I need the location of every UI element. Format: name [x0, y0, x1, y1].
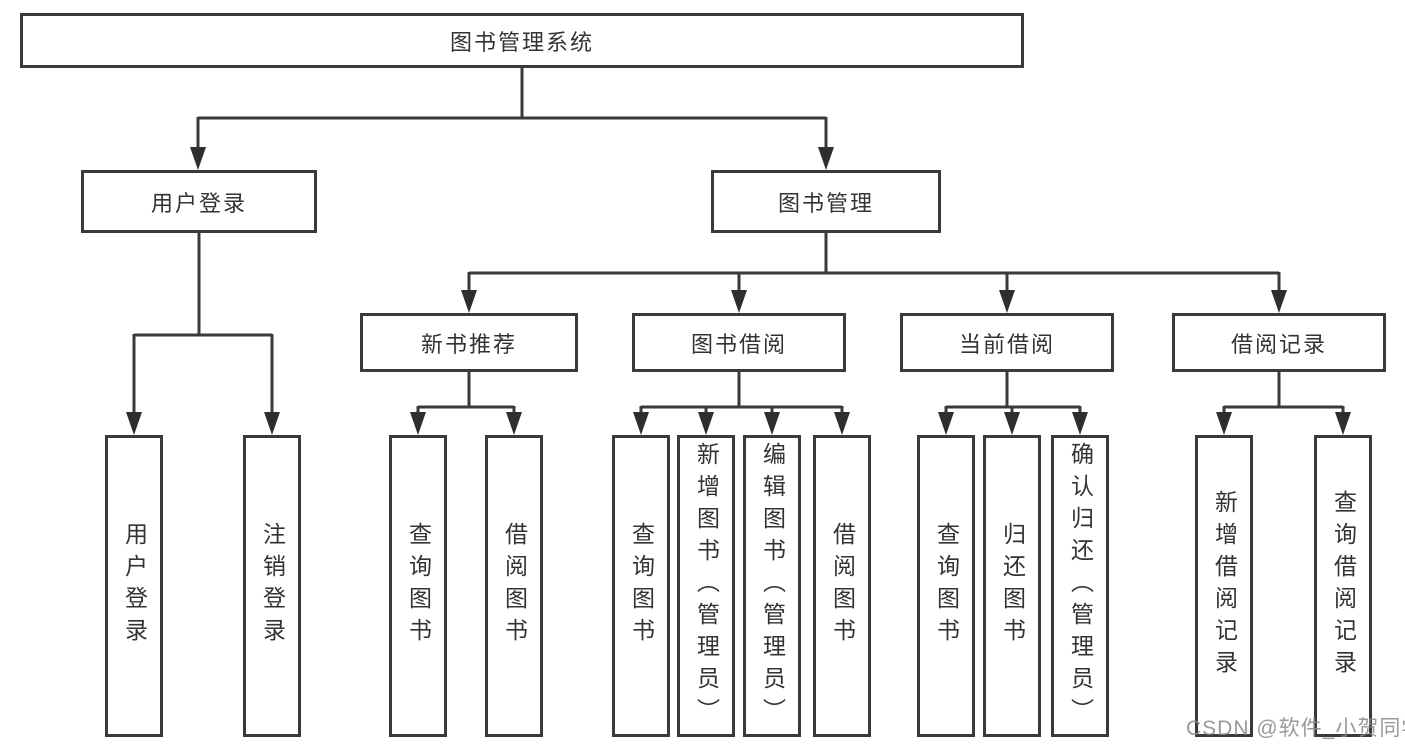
node-leaf-bb-add-book-admin-label: 新增图书（管理员）: [693, 442, 720, 730]
node-leaf-nb-borrow-book: 借阅图书: [485, 435, 543, 737]
node-leaf-bb-add-book-admin: 新增图书（管理员）: [677, 435, 735, 737]
node-leaf-cb-return-book-label: 归还图书: [999, 522, 1026, 650]
node-borrow-record: 借阅记录: [1172, 313, 1386, 372]
node-leaf-bb-edit-book-admin: 编辑图书（管理员）: [743, 435, 801, 737]
node-leaf-br-query-record-label: 查询借阅记录: [1330, 490, 1357, 682]
node-new-book-recommend: 新书推荐: [360, 313, 578, 372]
node-leaf-cb-return-book: 归还图书: [983, 435, 1041, 737]
node-leaf-cb-query-book-label: 查询图书: [933, 522, 960, 650]
node-leaf-user-login: 用户登录: [105, 435, 163, 737]
node-leaf-user-login-label: 用户登录: [121, 522, 148, 650]
node-leaf-bb-borrow-book-label: 借阅图书: [829, 522, 856, 650]
node-root: 图书管理系统: [20, 13, 1024, 68]
node-leaf-bb-query-book-label: 查询图书: [628, 522, 655, 650]
node-leaf-bb-edit-book-admin-label: 编辑图书（管理员）: [759, 442, 786, 730]
node-user-login-label: 用户登录: [150, 190, 247, 216]
node-leaf-br-add-record-label: 新增借阅记录: [1211, 490, 1238, 682]
node-leaf-bb-query-book: 查询图书: [612, 435, 670, 737]
node-leaf-br-add-record: 新增借阅记录: [1195, 435, 1253, 737]
node-leaf-cb-confirm-return-admin: 确认归还（管理员）: [1051, 435, 1109, 737]
node-book-borrow-label: 图书借阅: [690, 331, 787, 357]
node-leaf-nb-query-book: 查询图书: [389, 435, 447, 737]
node-leaf-cb-confirm-return-admin-label: 确认归还（管理员）: [1067, 442, 1094, 730]
node-leaf-br-query-record: 查询借阅记录: [1314, 435, 1372, 737]
node-leaf-nb-query-book-label: 查询图书: [405, 522, 432, 650]
node-root-label: 图书管理系统: [449, 29, 594, 55]
node-leaf-cb-query-book: 查询图书: [917, 435, 975, 737]
node-book-management: 图书管理: [711, 170, 941, 233]
arrowheads: [126, 147, 1351, 435]
node-user-login: 用户登录: [81, 170, 317, 233]
node-current-borrow-label: 当前借阅: [958, 331, 1055, 357]
watermark-text: CSDN @软件_小贺同学: [1186, 717, 1405, 740]
node-book-management-label: 图书管理: [777, 190, 874, 216]
node-borrow-record-label: 借阅记录: [1230, 331, 1327, 357]
node-leaf-logout-label: 注销登录: [259, 522, 286, 650]
node-leaf-nb-borrow-book-label: 借阅图书: [501, 522, 528, 650]
node-leaf-logout: 注销登录: [243, 435, 301, 737]
node-current-borrow: 当前借阅: [900, 313, 1114, 372]
node-book-borrow: 图书借阅: [632, 313, 846, 372]
node-new-book-recommend-label: 新书推荐: [420, 331, 517, 357]
node-leaf-bb-borrow-book: 借阅图书: [813, 435, 871, 737]
